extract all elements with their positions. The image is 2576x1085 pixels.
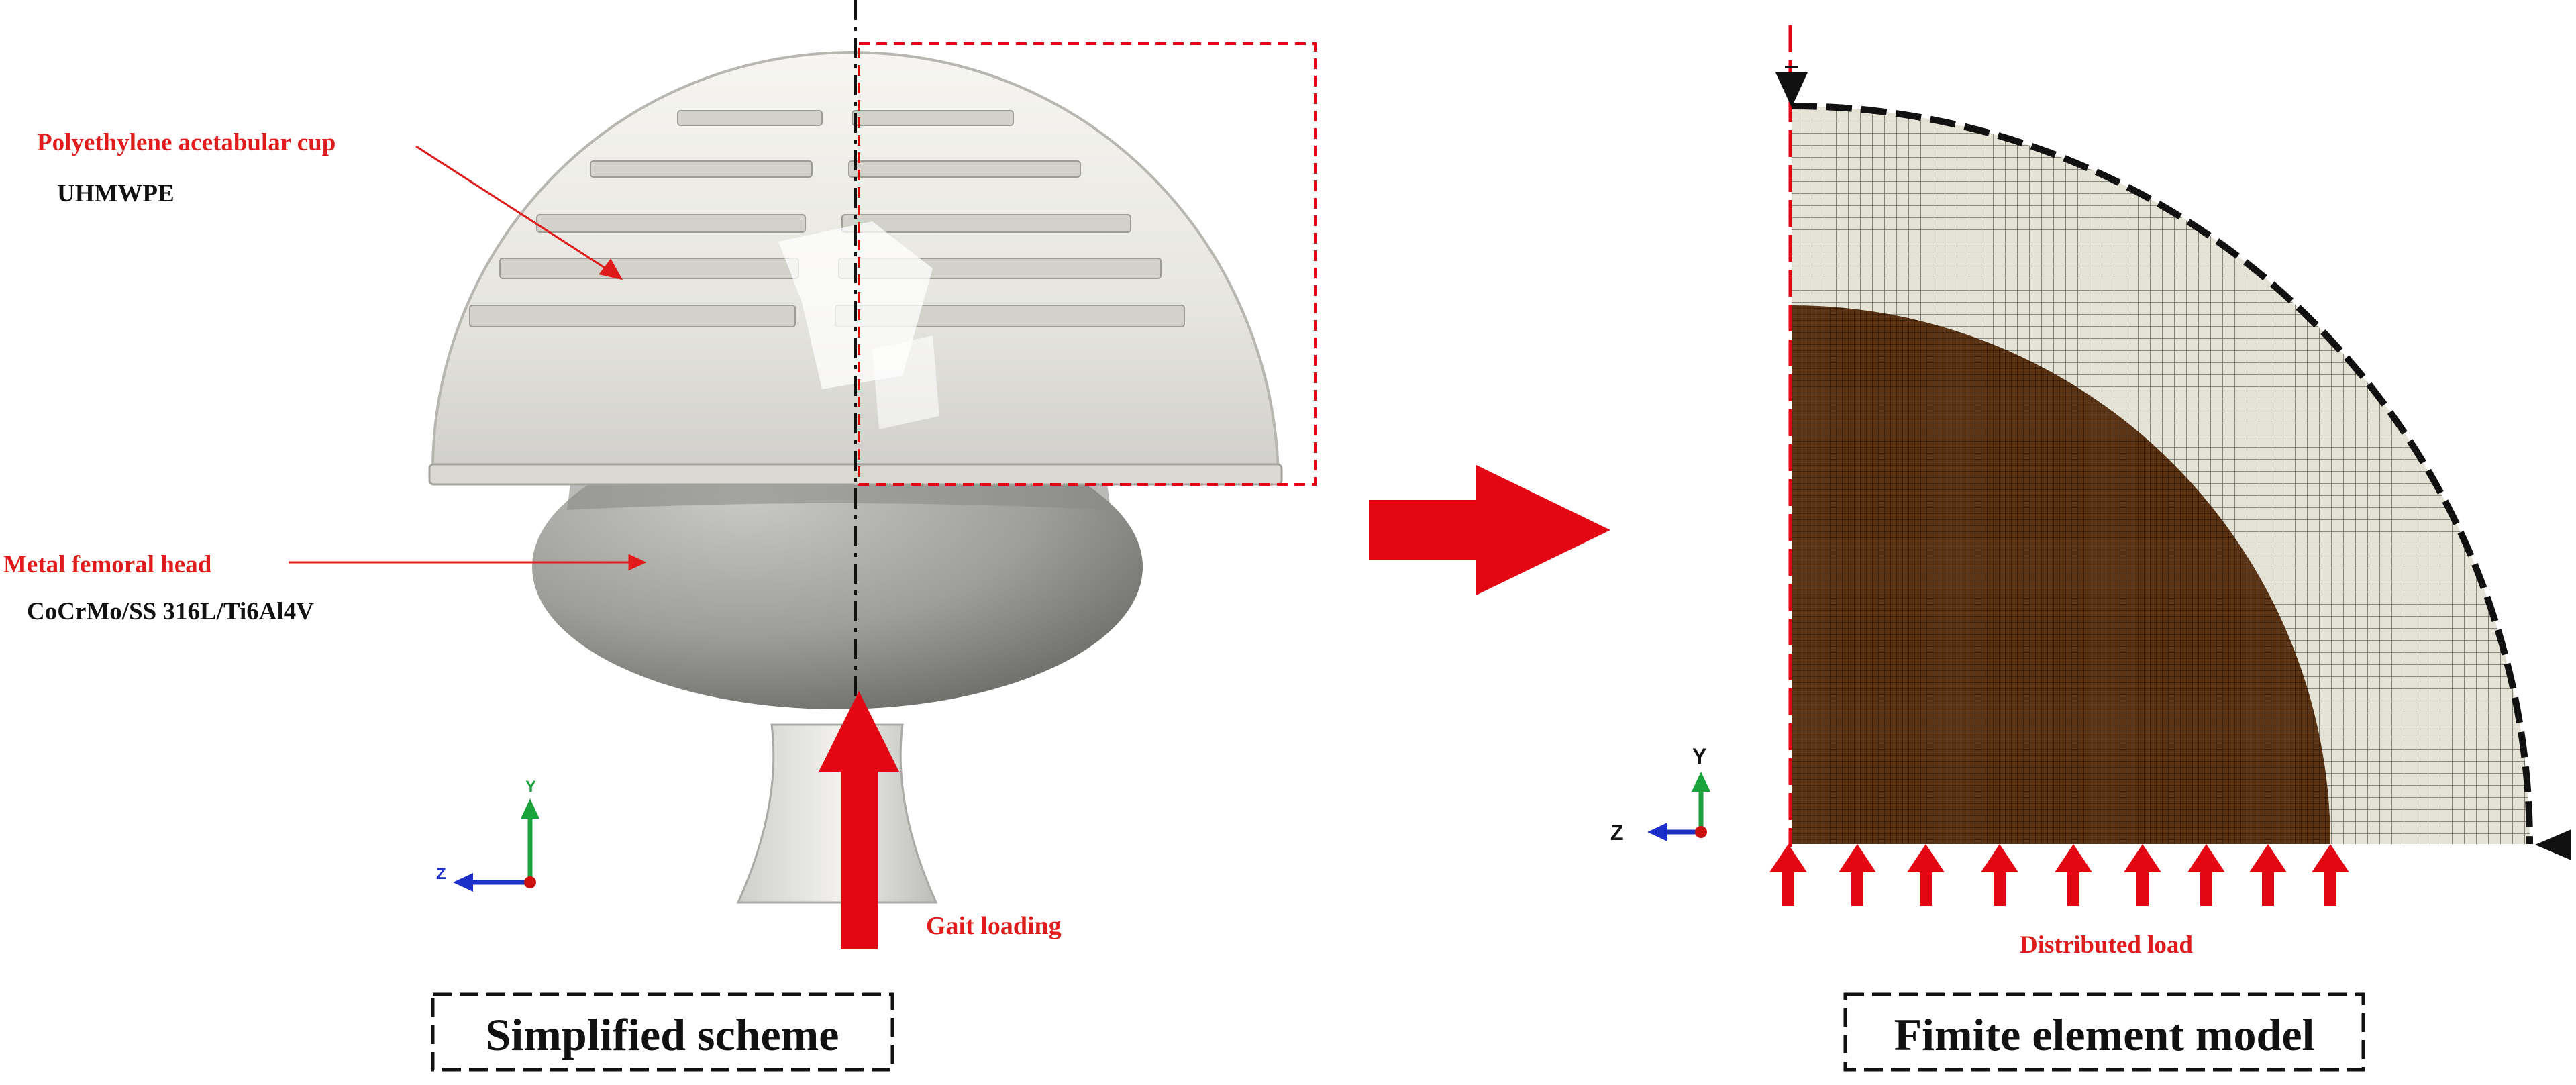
axis-y-label-right: Y bbox=[1692, 744, 1706, 768]
head-material: CoCrMo/SS 316L/Ti6Al4V bbox=[27, 598, 314, 625]
axis-y-label-left: Y bbox=[525, 778, 536, 796]
axis-z-label-right: Z bbox=[1610, 821, 1624, 845]
load-arrow bbox=[2187, 844, 2225, 906]
load-arrow bbox=[1981, 844, 2018, 906]
load-arrow bbox=[1769, 844, 1807, 906]
axis-triad-right: Y Z bbox=[1610, 744, 1710, 845]
boundary-conditions bbox=[1775, 66, 2571, 860]
gait-loading-arrow bbox=[819, 691, 899, 949]
load-arrow bbox=[2312, 844, 2349, 906]
simplified-scheme-panel: Polyethylene acetabular cup UHMWPE Metal… bbox=[3, 0, 1317, 1072]
load-arrow bbox=[1907, 844, 1945, 906]
load-arrow bbox=[2055, 844, 2092, 906]
cup-label: Polyethylene acetabular cup bbox=[37, 129, 336, 156]
head-mesh bbox=[1792, 305, 2330, 844]
axis-triad-left: Y Z bbox=[436, 778, 539, 892]
finite-element-panel: Distributed load Y Z Fimite element mode… bbox=[1610, 25, 2571, 1072]
leader-lines bbox=[289, 145, 647, 571]
caption-box-left bbox=[431, 992, 894, 1072]
axis-z-label-left: Z bbox=[436, 865, 446, 883]
load-arrow bbox=[1839, 844, 1876, 906]
load-arrow bbox=[2249, 844, 2287, 906]
caption-right: Fimite element model bbox=[1894, 1009, 2315, 1060]
region-of-interest-box bbox=[858, 42, 1317, 486]
load-arrow bbox=[2124, 844, 2161, 906]
distributed-load-arrows bbox=[1769, 844, 2349, 906]
gait-loading-label: Gait loading bbox=[926, 912, 1062, 940]
caption-box-right bbox=[1843, 992, 2365, 1072]
cup-material: UHMWPE bbox=[57, 180, 174, 207]
head-label: Metal femoral head bbox=[3, 551, 212, 578]
transition-arrow bbox=[1369, 465, 1610, 595]
outer-boundary bbox=[1791, 103, 2533, 845]
caption-left: Simplified scheme bbox=[486, 1009, 839, 1060]
distributed-load-label: Distributed load bbox=[2020, 931, 2193, 959]
